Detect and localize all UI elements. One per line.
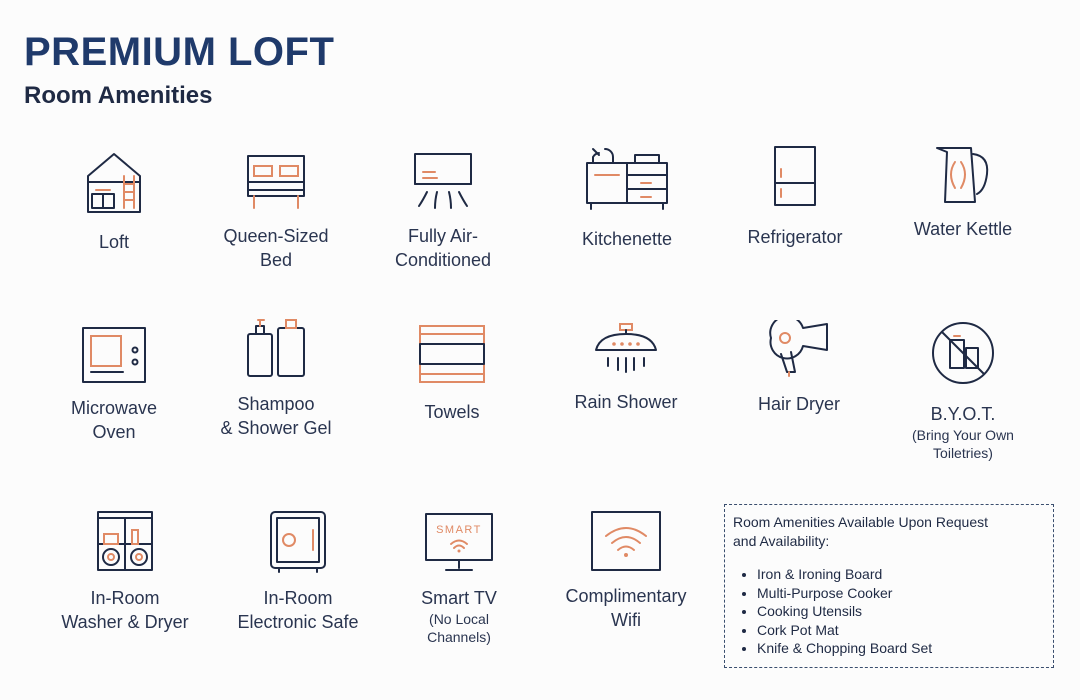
page-title: PREMIUM LOFT xyxy=(24,30,335,74)
amenity-label: Loft xyxy=(98,232,130,252)
wifi-icon xyxy=(591,511,661,571)
hair-dryer-icon xyxy=(769,320,828,377)
upon-request-box: Room Amenities Available Upon Request an… xyxy=(724,504,1054,668)
amenity-rain-shower: Rain Shower xyxy=(541,322,711,414)
list-item: Iron & Ironing Board xyxy=(757,565,1045,584)
amenity-refrigerator: Refrigerator xyxy=(710,145,880,249)
air-conditioner-icon xyxy=(414,153,472,209)
kettle-icon xyxy=(936,147,989,203)
amenity-label: Kitchenette xyxy=(581,229,673,249)
amenity-label: Towels xyxy=(424,402,480,422)
amenity-air-conditioning: Fully Air-Conditioned xyxy=(358,152,528,272)
list-item: Cork Pot Mat xyxy=(757,621,1045,640)
amenity-label: Rain Shower xyxy=(574,392,678,412)
amenity-loft: Loft xyxy=(29,150,199,254)
list-item: Knife & Chopping Board Set xyxy=(757,639,1045,658)
upon-request-heading: Room Amenities Available Upon Request an… xyxy=(733,514,989,549)
no-toiletries-icon xyxy=(932,322,994,384)
amenity-label: B.Y.O.T. xyxy=(930,404,996,424)
towels-icon xyxy=(419,325,485,383)
rain-shower-icon xyxy=(595,323,657,373)
bed-icon xyxy=(247,155,305,209)
amenity-label: Hair Dryer xyxy=(757,394,840,414)
amenity-label: Shampoo& Shower Gel xyxy=(220,394,332,438)
amenity-label: Water Kettle xyxy=(913,219,1013,239)
washer-dryer-icon xyxy=(97,511,153,571)
list-item: Cooking Utensils xyxy=(757,602,1045,621)
amenity-towels: Towels xyxy=(367,324,537,424)
safe-icon xyxy=(270,511,326,573)
amenity-label: Refrigerator xyxy=(747,227,843,247)
upon-request-list: Iron & Ironing Board Multi-Purpose Cooke… xyxy=(733,565,1045,658)
smart-tv-icon: SMART xyxy=(425,513,493,571)
refrigerator-icon xyxy=(774,146,816,206)
amenity-shampoo: Shampoo& Shower Gel xyxy=(191,316,361,440)
amenity-water-kettle: Water Kettle xyxy=(878,144,1048,241)
amenity-kitchenette: Kitchenette xyxy=(542,145,712,251)
amenity-label: Fully Air-Conditioned xyxy=(394,226,492,270)
tv-screen-text: SMART xyxy=(436,524,482,536)
list-item: Multi-Purpose Cooker xyxy=(757,584,1045,603)
amenity-hair-dryer: Hair Dryer xyxy=(714,320,884,416)
page-subtitle: Room Amenities xyxy=(24,82,213,109)
amenity-label: Smart TV xyxy=(421,588,497,608)
kitchenette-icon xyxy=(586,148,668,210)
shampoo-bottles-icon xyxy=(247,319,305,377)
loft-house-icon xyxy=(87,153,141,213)
microwave-icon xyxy=(82,327,146,383)
